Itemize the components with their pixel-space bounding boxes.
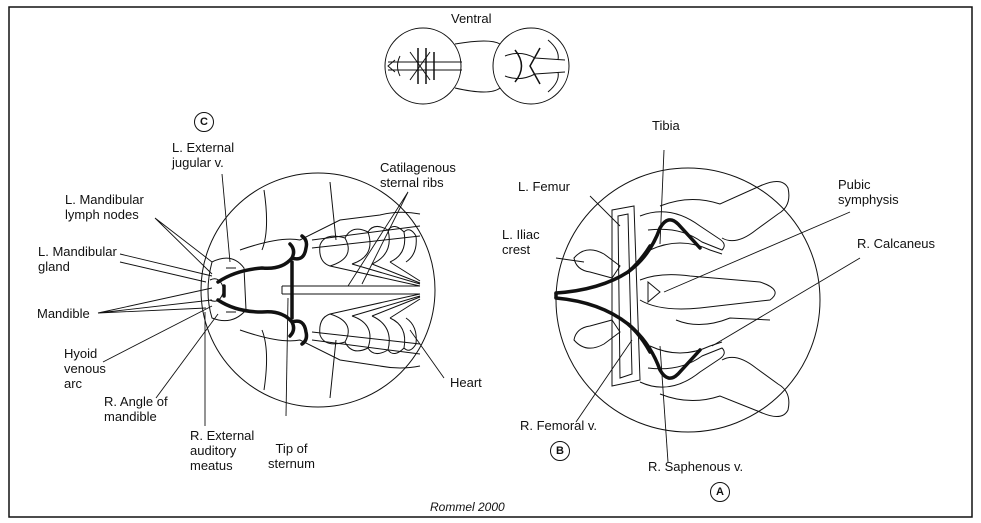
title-ventral: Ventral — [451, 11, 491, 26]
label-heart: Heart — [450, 375, 482, 390]
panel-ab-circle — [556, 168, 820, 432]
badge-c: C — [194, 112, 214, 132]
ribs-lower — [312, 294, 420, 354]
label-tibia: Tibia — [652, 118, 680, 133]
ventral-thumbnail — [385, 28, 569, 104]
label-ext-jugular: L. External jugular v. — [172, 140, 234, 170]
neck-veins — [218, 236, 307, 344]
badge-a: A — [710, 482, 730, 502]
label-r-femoral: R. Femoral v. — [520, 418, 597, 433]
label-hyoid: Hyoid venous arc — [64, 346, 106, 391]
label-l-femur: L. Femur — [518, 179, 570, 194]
badge-b: B — [550, 441, 570, 461]
label-sternum-tip: Tip of sternum — [268, 441, 315, 471]
label-l-iliac: L. Iliac crest — [502, 227, 540, 257]
panel-ab-drawing — [556, 168, 820, 432]
thumb-circle-left — [385, 28, 461, 104]
credit-text: Rommel 2000 — [430, 500, 505, 515]
leg-veins — [556, 220, 700, 378]
label-mand-lymph: L. Mandibular lymph nodes — [65, 192, 144, 222]
label-r-calcaneus: R. Calcaneus — [857, 236, 935, 251]
label-angle: R. Angle of mandible — [104, 394, 168, 424]
label-mandible: Mandible — [37, 306, 90, 321]
label-mand-gland: L. Mandibular gland — [38, 244, 117, 274]
label-ext-auditory: R. External auditory meatus — [190, 428, 254, 473]
pelvic-frame — [612, 206, 640, 386]
label-cart-ribs: Catilagenous sternal ribs — [380, 160, 456, 190]
thumb-circle-right — [493, 28, 569, 104]
leader-lines — [98, 150, 860, 462]
label-r-saphenous: R. Saphenous v. — [648, 459, 743, 474]
pelvis — [574, 250, 620, 278]
sternum — [282, 286, 420, 294]
label-pubic: Pubic symphysis — [838, 177, 899, 207]
